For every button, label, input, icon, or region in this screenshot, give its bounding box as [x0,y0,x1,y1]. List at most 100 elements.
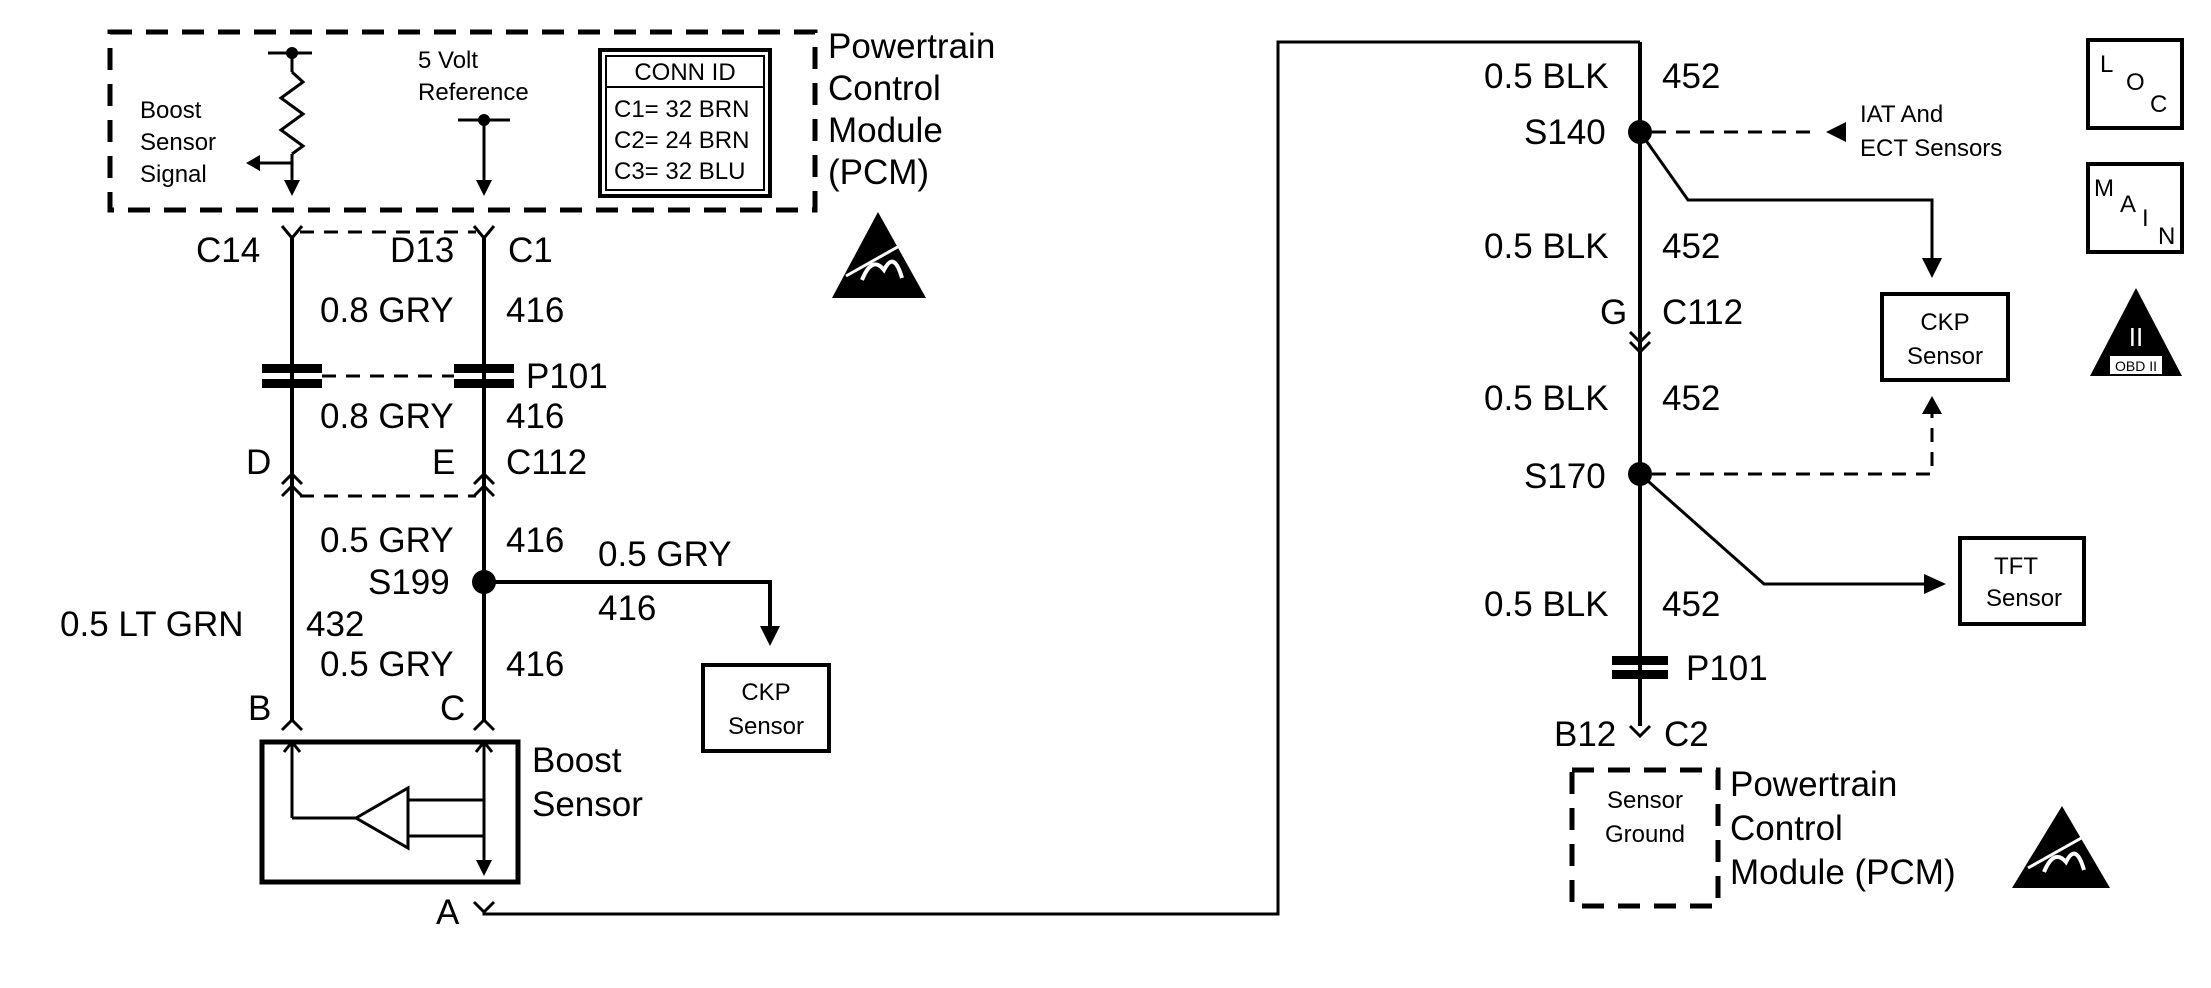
tft-sensor-box: TFT Sensor [1958,536,2086,626]
p101-right-connector [1612,656,1668,679]
ckp-right-label-1: CKP [1920,309,1969,336]
svg-text:I: I [2142,205,2149,232]
svg-text:II: II [2129,322,2143,352]
svg-text:N: N [2158,223,2175,250]
boost-signal-arrow-icon [246,155,260,171]
wire-lower-number-label: 416 [506,397,564,436]
pin-c1-label: C1 [508,231,553,270]
s199-label: S199 [368,563,450,602]
s170-label: S170 [1524,457,1606,496]
gry-a-number-label: 416 [506,521,564,560]
w4-color-label: 0.5 BLK [1484,585,1609,624]
svg-text:O: O [2126,69,2145,96]
sensor-ground-label-1: Sensor [1607,787,1683,814]
ckp-sensor-left-box: CKP Sensor [701,663,831,753]
gry-a-color-label: 0.5 GRY [320,521,454,560]
wire-lower-color-label: 0.8 GRY [320,397,454,436]
tft-label-1: TFT [1994,553,2038,580]
branch-color-label: 0.5 GRY [598,535,732,574]
pin-d-label: D [246,443,271,482]
svg-text:C: C [2150,91,2167,118]
pcm-top-dashed-boundary [107,29,818,213]
esd-warning-icon-bottom [2012,806,2110,888]
tft-label-2: Sensor [1986,585,2062,612]
pcm-bottom-title-2: Control [1730,809,1843,848]
pcm-top-module: Boost Sensor Signal 5 Volt Reference CON… [107,27,995,298]
pin-b-label: B [248,689,271,728]
sensor-ground-label-2: Ground [1605,821,1685,848]
w4-number-label: 452 [1662,585,1720,624]
pin-b12-label: B12 [1554,715,1616,754]
boost-sensor-box [259,739,521,885]
iat-label-2: ECT Sensors [1860,135,2002,162]
pin-c-label: C [440,689,465,728]
conn-id-table: CONN ID C1= 32 BRN C2= 24 BRN C3= 32 BLU [598,48,772,198]
p101-left-connector [262,364,514,388]
p101-right-label: P101 [1686,649,1768,688]
obd-ii-icon: II OBD II [2090,288,2182,376]
pcm-top-title-1: Powertrain [828,27,995,66]
left-circuit: 0.8 GRY 416 P101 0.8 GRY 416 D E C112 0.… [60,40,1640,932]
ground-return-wire [482,40,1640,916]
iat-label-1: IAT And [1860,101,1943,128]
ckp-right-label-2: Sensor [1907,343,1983,370]
w2-color-label: 0.5 BLK [1484,227,1609,266]
amplifier-symbol [352,785,410,851]
conn-id-row-c1: C1= 32 BRN [614,96,749,123]
pin-e-label: E [432,443,455,482]
pin-c2-label: C2 [1664,715,1709,754]
conn-id-row-c3: C3= 32 BLU [614,158,745,185]
ckp-right-arrow-icon [1922,258,1942,278]
side-icons: L O C M A I N II OBD II [2086,38,2184,376]
boost-signal-label-1: Boost [140,97,202,124]
pcm-top-connector-pins: C14 D13 C1 [196,225,553,270]
w1-color-label: 0.5 BLK [1484,57,1609,96]
pullup-resistor-symbol [278,70,306,156]
svg-text:A: A [2120,191,2136,218]
pin-c14-label: C14 [196,231,260,270]
wire-upper-number-label: 416 [506,291,564,330]
w3-color-label: 0.5 BLK [1484,379,1609,418]
esd-warning-icon [832,212,926,298]
boost-sensor-title-1: Boost [532,741,622,780]
ckp-left-arrow-icon [760,626,780,646]
pcm-top-title-4: (PCM) [828,153,929,192]
ltgrn-number-label: 432 [306,605,364,644]
svg-text:L: L [2100,51,2113,78]
ckp-left-label-1: CKP [741,679,790,706]
pcm-bottom-title-1: Powertrain [1730,765,1897,804]
iat-ect-arrow-icon [1826,122,1846,142]
gry-b-color-label: 0.5 GRY [320,645,454,684]
main-icon: M A I N [2086,162,2184,254]
pin-a-label: A [436,893,460,932]
pcm-bottom-title-3: Module (PCM) [1730,853,1956,892]
conn-id-row-c2: C2= 24 BRN [614,127,749,154]
pcm-top-title-2: Control [828,69,941,108]
w3-number-label: 452 [1662,379,1720,418]
gry-b-number-label: 416 [506,645,564,684]
p101-left-label: P101 [526,357,608,396]
wire-upper-color-label: 0.8 GRY [320,291,454,330]
pcm-top-title-3: Module [828,111,943,150]
boost-sensor-title-2: Sensor [532,785,643,824]
tft-arrow-icon [1924,574,1946,594]
loc-icon: L O C [2086,38,2184,130]
c112-right-label: C112 [1662,293,1743,332]
ckp-left-label-2: Sensor [728,713,804,740]
pin-g-label: G [1600,293,1627,332]
branch-number-label: 416 [598,589,656,628]
conn-id-header: CONN ID [634,59,735,86]
svg-text:OBD II: OBD II [2115,358,2157,374]
right-circuit: 0.5 BLK 452 S140 IAT And ECT Sensors 0.5… [1484,42,2110,909]
boost-signal-label-2: Sensor [140,129,216,156]
s140-label: S140 [1524,113,1606,152]
c112-left-label: C112 [506,443,587,482]
w1-number-label: 452 [1662,57,1720,96]
five-volt-label-2: Reference [418,79,529,106]
svg-text:M: M [2094,175,2114,202]
sensor-ground-dashed-boundary [1569,767,1721,909]
w2-number-label: 452 [1662,227,1720,266]
boost-signal-label-3: Signal [140,161,207,188]
five-volt-label-1: 5 Volt [418,47,478,74]
